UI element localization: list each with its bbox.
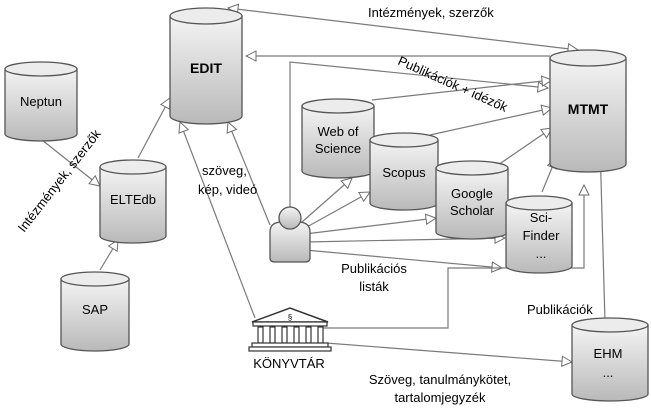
neptun-database[interactable]: Neptun xyxy=(4,61,78,142)
library-mtmt-line xyxy=(320,185,584,329)
scifinder-label-line3: ... xyxy=(536,246,547,261)
library-building-icon: § xyxy=(248,307,332,352)
ehm-mtmt-arrow xyxy=(600,144,605,323)
connectors xyxy=(41,8,605,362)
scopus-mtmt-arrow xyxy=(429,108,552,136)
konyvtar-label: KÖNYVTÁR xyxy=(253,356,325,371)
google-mtmt-arrow xyxy=(497,128,552,166)
wos-label-line1: Web of xyxy=(318,124,359,139)
wos-mtmt-arrow xyxy=(371,80,552,101)
label-szoveg-tanulmany-line1: Szöveg, tanulmánykötet, xyxy=(369,372,511,387)
neptun-label: Neptun xyxy=(20,94,62,109)
sap-label: SAP xyxy=(82,302,108,317)
eltedb-label: ELTEdb xyxy=(110,192,156,207)
ehm-database[interactable]: EHM ... xyxy=(571,317,649,402)
label-publikaciok: Publikációk xyxy=(527,302,593,317)
scifinder-label-line1: Sci- xyxy=(530,210,552,225)
library-ehm-arrow xyxy=(325,342,572,362)
label-szoveg-tanulmany-line2: tartalomjegyzék xyxy=(394,390,486,405)
label-szoveg-kep-line2: kép, videó xyxy=(198,182,257,197)
google-label-line2: Scholar xyxy=(450,203,495,218)
sap-eltedb-arrow xyxy=(99,240,118,271)
eltedb-edit-arrow xyxy=(137,98,171,159)
google-label-line1: Google xyxy=(451,186,493,201)
person-scopus-arrow xyxy=(304,192,370,229)
scifinder-label-line2: Finder xyxy=(523,228,561,243)
label-intezmenyek-left: Intézmények, szerzők xyxy=(15,126,105,235)
sap-database[interactable]: SAP xyxy=(60,271,130,352)
neptun-eltedb-arrow xyxy=(41,139,100,186)
person-lists-arrow xyxy=(304,249,502,268)
ehm-label-line2: ... xyxy=(603,365,614,380)
scifinder-database[interactable]: Sci- Finder ... xyxy=(505,195,573,274)
ehm-label-line1: EHM xyxy=(594,346,623,361)
label-publikacios-line1: Publikációs xyxy=(341,261,407,276)
mtmt-database[interactable]: MTMT xyxy=(549,49,627,173)
google-scholar-database[interactable]: Google Scholar xyxy=(435,160,509,240)
edit-mtmt-top-arrow xyxy=(228,8,578,50)
edit-database[interactable]: EDIT xyxy=(169,7,243,125)
label-szoveg-kep-line1: szöveg, xyxy=(202,163,247,178)
wos-label-line2: Science xyxy=(315,141,361,156)
person-google-arrow xyxy=(304,218,436,235)
person-mtmt-line xyxy=(289,61,548,210)
person-icon xyxy=(269,206,311,263)
edit-label: EDIT xyxy=(190,60,222,76)
web-of-science-database[interactable]: Web of Science xyxy=(301,98,375,179)
library-symbol: § xyxy=(288,313,292,322)
library-edit-arrow xyxy=(180,122,256,319)
scopus-label: Scopus xyxy=(382,165,426,180)
scopus-database[interactable]: Scopus xyxy=(369,132,439,211)
eltedb-database[interactable]: ELTEdb xyxy=(99,159,167,244)
label-publikaciok-idezok: Publikációk + idézők xyxy=(396,53,510,115)
label-intezmenyek-top: Intézmények, szerzők xyxy=(368,5,494,20)
person-edit-arrow xyxy=(228,122,271,226)
mtmt-label: MTMT xyxy=(568,101,609,117)
label-publikacios-line2: listák xyxy=(359,279,389,294)
person-wos-arrow xyxy=(301,178,352,223)
